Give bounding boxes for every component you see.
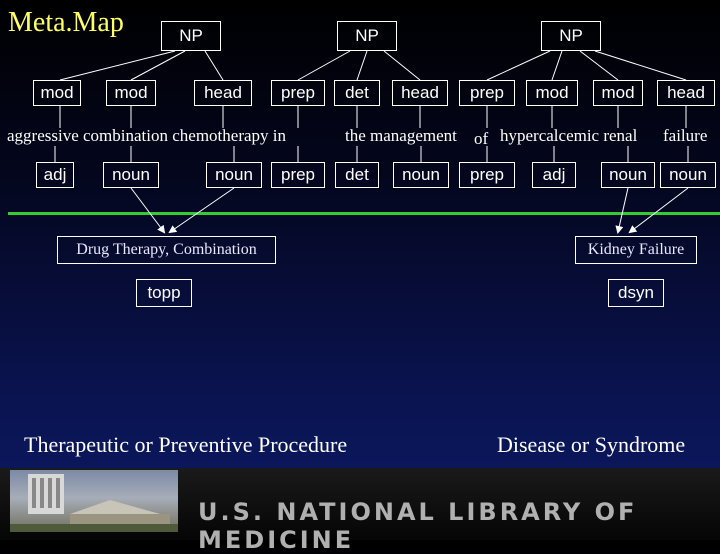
role-box-det: det: [334, 80, 380, 106]
semtype-abbrev-dsyn: dsyn: [608, 279, 664, 307]
pos-box-noun-4: noun: [601, 162, 655, 188]
word-failure: failure: [663, 126, 708, 145]
np-box-2: NP: [337, 21, 397, 51]
role-box-prep-2: prep: [459, 80, 515, 106]
separator-line: [8, 212, 720, 215]
pos-box-prep-1: prep: [271, 162, 325, 188]
concept-drug-therapy: Drug Therapy, Combination: [57, 236, 276, 264]
role-box-mod-3: mod: [526, 80, 578, 106]
role-box-mod-4: mod: [593, 80, 643, 106]
role-box-head-1: head: [194, 80, 252, 106]
semtype-abbrev-topp: topp: [136, 279, 192, 307]
word-of: of: [474, 129, 489, 148]
semtype-dsyn: Disease or Syndrome: [497, 432, 686, 457]
pos-box-noun-2: noun: [206, 162, 262, 188]
pos-box-det: det: [335, 162, 379, 188]
word-phrase-3: hypercalcemic renal: [500, 126, 638, 145]
word-phrase-1: aggressive combination chemotherapy in: [7, 126, 286, 145]
role-box-prep-1: prep: [271, 80, 325, 106]
slide-title: Meta.Map: [8, 7, 124, 38]
role-box-mod-1: mod: [33, 80, 81, 106]
np-box-3: NP: [541, 21, 601, 51]
connector-lines: [157, 224, 638, 234]
role-box-head-2: head: [392, 80, 448, 106]
word-phrase-2: the management: [345, 126, 457, 145]
pos-box-prep-2: prep: [459, 162, 515, 188]
np-box-1: NP: [161, 21, 221, 51]
building-icon: [10, 474, 178, 532]
pos-box-noun-1: noun: [103, 162, 159, 188]
footer-bar: U.S. NATIONAL LIBRARY OF MEDICINE: [0, 468, 720, 554]
pos-box-adj-1: adj: [36, 162, 74, 188]
footer-text: U.S. NATIONAL LIBRARY OF MEDICINE: [198, 498, 638, 554]
pos-box-noun-5: noun: [660, 162, 716, 188]
pos-box-noun-3: noun: [393, 162, 449, 188]
pos-box-adj-2: adj: [532, 162, 576, 188]
semtype-topp: Therapeutic or Preventive Procedure: [24, 432, 348, 457]
role-box-mod-2: mod: [106, 80, 156, 106]
role-box-head-3: head: [657, 80, 715, 106]
nlm-building-photo: [10, 470, 178, 532]
concept-kidney-failure: Kidney Failure: [575, 236, 697, 264]
